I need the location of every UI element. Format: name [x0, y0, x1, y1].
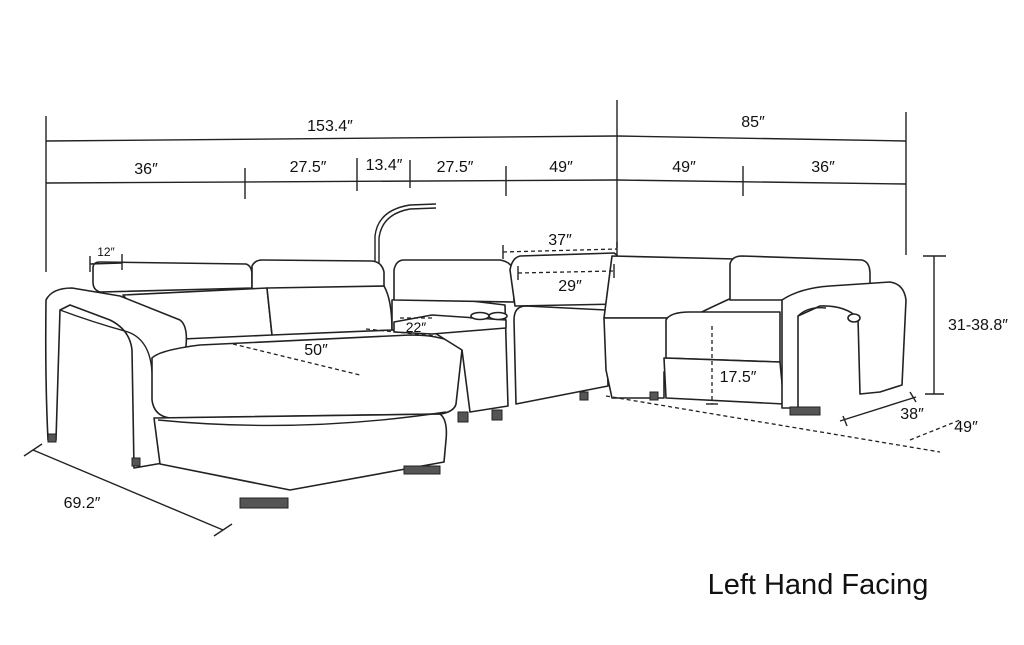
sofa-foot — [579, 391, 589, 401]
height-label: 31-38.8″ — [948, 317, 1008, 334]
sofa-foot — [47, 433, 57, 443]
overall-depth-right-label: 85″ — [741, 114, 765, 131]
segment-6-label: 49″ — [672, 159, 696, 176]
segment-3-label: 13.4″ — [366, 157, 403, 174]
sofa-foot — [403, 465, 441, 475]
sofa-foot — [239, 497, 289, 509]
console-width-label: 22″ — [406, 319, 427, 335]
segment-1-label: 36″ — [134, 161, 158, 178]
headrest-width-label: 12″ — [97, 245, 115, 259]
sofa-foot — [649, 391, 659, 401]
sofa-foot — [789, 406, 821, 416]
segment-7-label: 36″ — [811, 159, 835, 176]
chaise-depth-label: 69.2″ — [64, 495, 101, 512]
dimension-lines-top — [45, 100, 907, 272]
sofa-foot — [457, 411, 469, 423]
cupholder-icon — [470, 311, 490, 321]
chaise-seat-length-label: 50″ — [304, 342, 328, 359]
overall-width-label: 153.4″ — [307, 118, 353, 135]
sectional-sofa-drawing — [44, 252, 907, 509]
chaise-depth-dimension — [23, 443, 233, 537]
seat-height-label: 17.5″ — [720, 369, 757, 386]
depth-dimensions-right — [605, 391, 961, 453]
inner-dimension-lines — [89, 242, 718, 405]
sofa-foot — [491, 409, 503, 421]
corner-back-width-label: 37″ — [548, 232, 572, 249]
corner-seat-width-label: 29″ — [558, 278, 582, 295]
segment-5-label: 49″ — [549, 159, 573, 176]
segment-4-label: 27.5″ — [437, 159, 474, 176]
sofa-foot — [131, 457, 141, 467]
recliner-depth-label: 38″ — [900, 406, 924, 423]
height-dimension — [923, 255, 946, 395]
power-button-icon — [847, 313, 861, 323]
orientation-caption: Left Hand Facing — [708, 569, 929, 601]
floor-lamp — [374, 203, 437, 310]
segment-2-label: 27.5″ — [290, 159, 327, 176]
cupholder-icon — [488, 311, 508, 321]
module-depth-label: 49″ — [954, 419, 978, 436]
